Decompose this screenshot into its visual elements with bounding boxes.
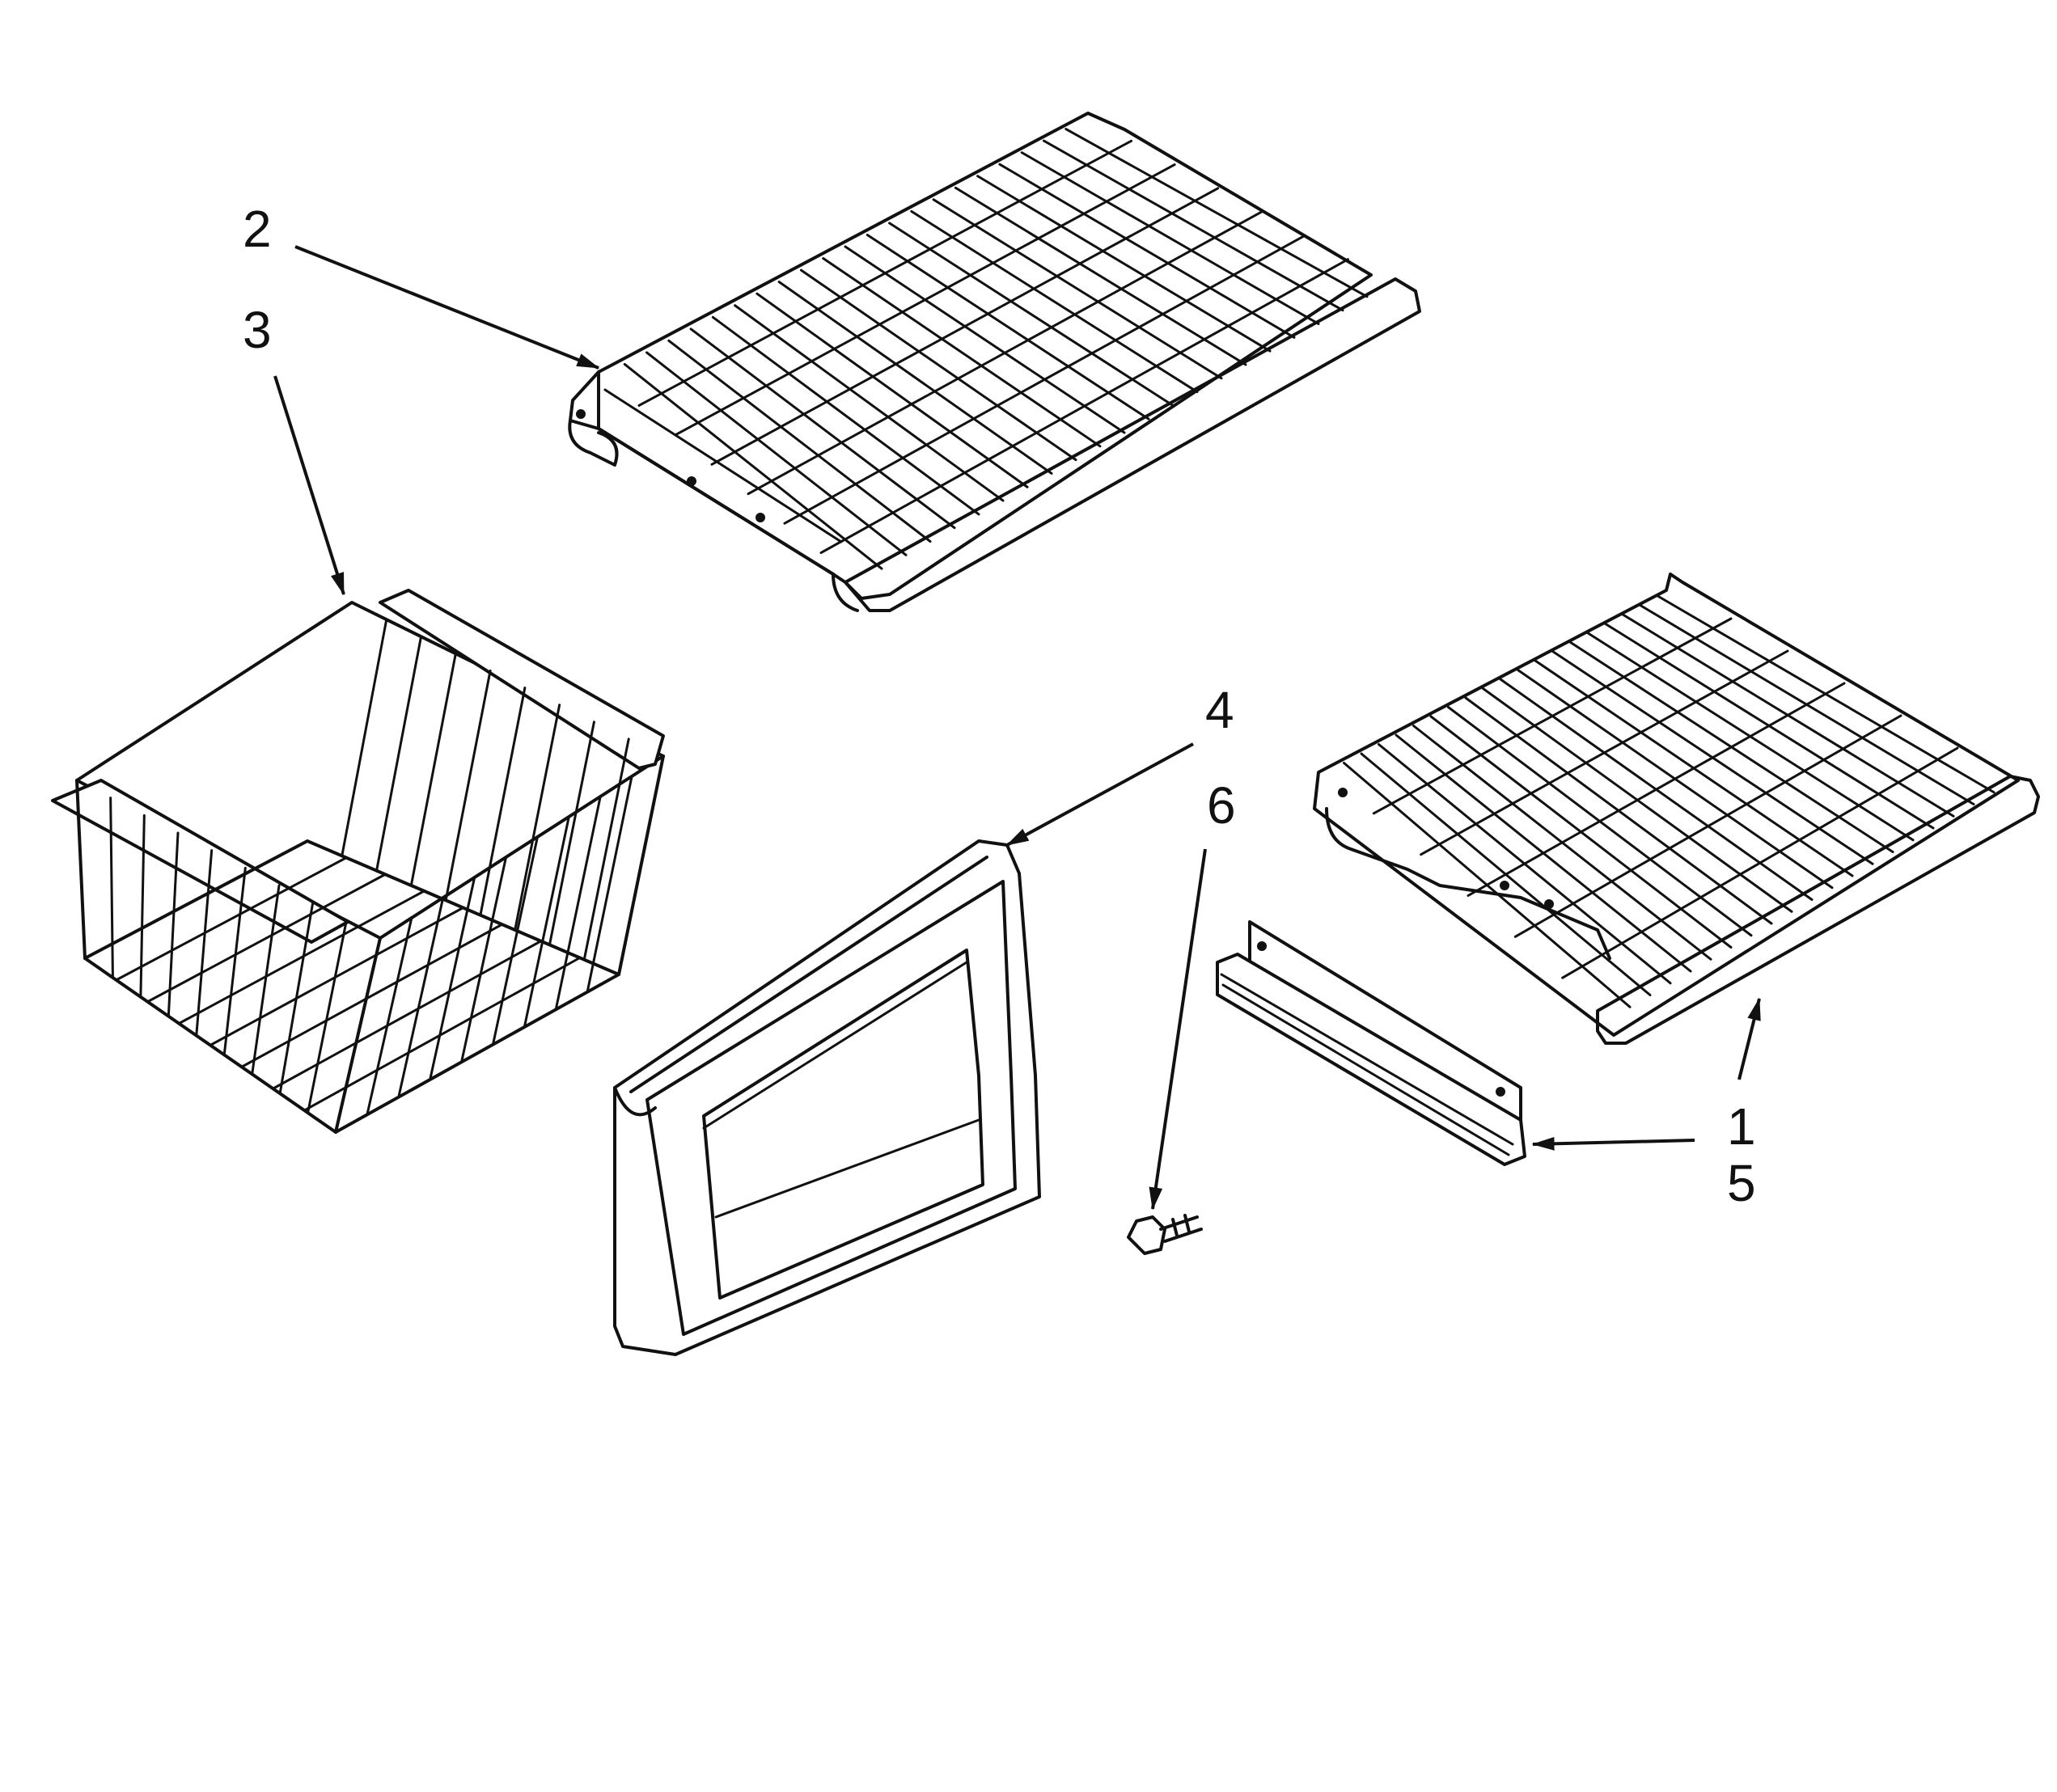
shelf2-cross-wire xyxy=(645,351,908,556)
shelf2-cross-wire xyxy=(711,315,980,516)
shelf1-long-wire xyxy=(1561,746,1959,979)
basket-side-wire xyxy=(429,876,476,1081)
basket-side-wire xyxy=(460,856,508,1063)
wire-basket xyxy=(51,589,665,1134)
shelf1-long-wire xyxy=(1513,714,1903,938)
basket-side-wire xyxy=(586,775,633,994)
shelf2-cross-wire xyxy=(976,175,1272,353)
drawer-front xyxy=(613,839,1041,1356)
leader-4 xyxy=(1005,742,1194,847)
basket-floor-wire xyxy=(240,923,504,1068)
shelf2-long-wire xyxy=(637,139,1133,407)
callout-5: 5 xyxy=(1727,1154,1756,1212)
shelf2-long-wire xyxy=(747,210,1263,496)
shelf2-cross-wire xyxy=(932,198,1223,380)
basket-floor-wire xyxy=(115,856,348,982)
callout-4: 4 xyxy=(1205,681,1234,739)
leader-5 xyxy=(1531,1136,1695,1151)
shelf2-cross-wire xyxy=(954,186,1247,366)
shelf2-cross-wire xyxy=(1020,151,1320,325)
basket-back-wire xyxy=(479,687,527,917)
basket-floor-wire xyxy=(177,890,425,1025)
basket-front-wire xyxy=(109,797,114,979)
upper-wire-shelf xyxy=(568,112,1421,612)
basket-back-wire xyxy=(548,721,595,946)
basket-floor-wire xyxy=(209,907,464,1046)
shelf1-long-wire xyxy=(1420,649,1789,856)
callout-6: 6 xyxy=(1207,776,1236,835)
shelf2-long-wire xyxy=(819,258,1349,555)
callout-2: 2 xyxy=(243,200,272,258)
shelf1-long-wire xyxy=(1372,617,1733,815)
shelf2-cross-wire xyxy=(1064,128,1369,298)
shelf2-cross-wire xyxy=(734,304,1005,502)
basket-back-wire xyxy=(582,738,630,962)
leader-1 xyxy=(1737,997,1761,1080)
shelf2-cross-wire xyxy=(667,339,932,543)
shelf2-cross-wire xyxy=(998,163,1296,339)
basket-side-wire xyxy=(554,795,602,1011)
basket-floor-wire xyxy=(146,873,387,1004)
leader-3 xyxy=(273,375,345,596)
shelf2-cross-wire xyxy=(822,257,1102,448)
callout-1: 1 xyxy=(1727,1097,1756,1156)
basket-floor-wire xyxy=(272,940,543,1090)
basket-side-wire xyxy=(366,916,413,1116)
basket-front-wire xyxy=(167,831,180,1018)
shelf2-cross-wire xyxy=(910,209,1199,394)
shelf2-long-wire xyxy=(783,234,1306,525)
shelf2-long-wire xyxy=(674,163,1176,437)
shelf2-cross-wire xyxy=(866,233,1150,421)
basket-front-wire xyxy=(195,849,214,1038)
basket-side-wire xyxy=(491,835,539,1046)
shelf2-long-wire xyxy=(710,187,1220,466)
shelf2-cross-wire xyxy=(623,362,883,570)
shelf2-cross-wire xyxy=(844,245,1126,434)
basket-floor-wire xyxy=(303,956,582,1112)
basket-front-wire xyxy=(222,866,247,1056)
callout-labels: 2 3 4 6 1 5 xyxy=(243,200,1756,1212)
basket-back-wire xyxy=(444,669,492,902)
shelf2-cross-wire xyxy=(1042,139,1344,312)
shelf2-cross-wire xyxy=(888,222,1175,407)
shelf1-long-wire xyxy=(1467,682,1846,897)
shelf2-cross-wire xyxy=(756,292,1029,488)
basket-side-wire xyxy=(397,896,445,1099)
lower-wire-shelf xyxy=(1313,573,2040,1045)
basket-front-wire xyxy=(251,884,281,1076)
leader-lines xyxy=(273,245,1761,1211)
leader-2 xyxy=(294,245,600,370)
callout-3: 3 xyxy=(243,301,272,359)
basket-back-wire xyxy=(514,704,561,932)
shelf2-cross-wire xyxy=(799,268,1077,462)
shelf2-cross-wire xyxy=(777,281,1053,475)
basket-front-wire xyxy=(307,919,348,1114)
leader-6 xyxy=(1149,848,1207,1211)
slide-rail xyxy=(1216,920,1526,1166)
shelf2-cross-wire xyxy=(689,328,956,530)
screw xyxy=(1127,1214,1203,1255)
basket-side-wire xyxy=(523,815,570,1029)
basket-back-wire xyxy=(375,635,423,873)
basket-back-wire xyxy=(341,618,388,857)
basket-back-wire xyxy=(409,652,457,887)
